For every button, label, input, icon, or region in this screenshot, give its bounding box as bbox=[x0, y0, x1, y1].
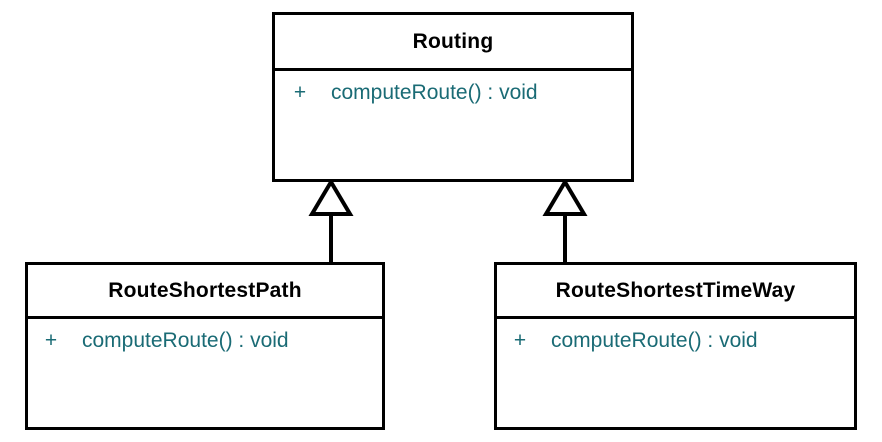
class-name-routeshortesttimeway: RouteShortestTimeWay bbox=[555, 278, 796, 302]
uml-class-routeshortesttimeway[interactable]: RouteShortestTimeWay + computeRoute() : … bbox=[494, 262, 857, 430]
class-member-row: + computeRoute() : void bbox=[28, 329, 382, 353]
uml-class-routing[interactable]: Routing + computeRoute() : void bbox=[272, 12, 634, 182]
member-visibility-marker: + bbox=[513, 329, 527, 352]
member-visibility-marker: + bbox=[293, 81, 307, 104]
class-members-compartment-routing: + computeRoute() : void bbox=[275, 71, 631, 179]
class-member-row: + computeRoute() : void bbox=[497, 329, 854, 353]
member-signature: computeRoute() : void bbox=[82, 329, 289, 352]
generalization-shortesttimeway bbox=[542, 178, 588, 262]
class-title-compartment-routeshortesttimeway: RouteShortestTimeWay bbox=[497, 265, 854, 319]
member-visibility-marker: + bbox=[44, 329, 58, 352]
class-title-compartment-routing: Routing bbox=[275, 15, 631, 71]
class-members-compartment-routeshortestpath: + computeRoute() : void bbox=[28, 319, 382, 427]
member-signature: computeRoute() : void bbox=[331, 81, 538, 104]
uml-class-routeshortestpath[interactable]: RouteShortestPath + computeRoute() : voi… bbox=[25, 262, 385, 430]
class-name-routing: Routing bbox=[412, 29, 494, 53]
generalization-shortestpath bbox=[308, 178, 354, 262]
class-member-row: + computeRoute() : void bbox=[275, 81, 631, 105]
member-signature: computeRoute() : void bbox=[551, 329, 758, 352]
class-title-compartment-routeshortestpath: RouteShortestPath bbox=[28, 265, 382, 319]
class-name-routeshortestpath: RouteShortestPath bbox=[108, 278, 302, 302]
class-members-compartment-routeshortesttimeway: + computeRoute() : void bbox=[497, 319, 854, 427]
hollow-triangle-icon bbox=[308, 178, 354, 216]
hollow-triangle-icon bbox=[542, 178, 588, 216]
